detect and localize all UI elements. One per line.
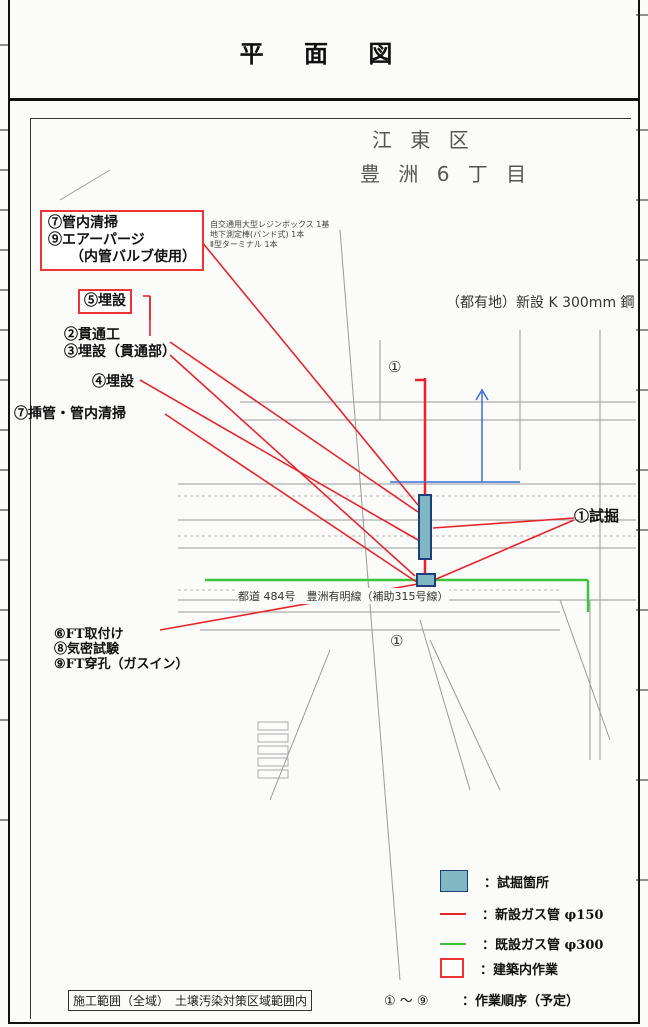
legend-work-box: ：建築内作業: [440, 958, 558, 978]
circle-mark-1: ①: [388, 358, 402, 376]
circle-mark-2: ①: [390, 632, 404, 650]
teal-box-icon: [440, 870, 468, 892]
legend-existing-gas: ：既設ガス管 φ300: [440, 934, 603, 953]
step-7-9-box: ⑦管内清掃 ⑨エアーパージ （内管バルブ使用）: [40, 210, 204, 271]
scope-label: 施工範囲（全域） 土壌汚染対策区域範囲内: [68, 990, 313, 1011]
legend-order: ① ～ ⑨ ：作業順序（予定）: [384, 994, 580, 1009]
plan-area: [30, 118, 631, 1019]
green-line-icon: [440, 942, 466, 945]
red-line-icon: [440, 912, 466, 915]
legend-dig: ：試掘箇所: [440, 870, 549, 892]
title-band: 平 面 図: [8, 0, 640, 101]
legend-new-gas: ：新設ガス管 φ150: [440, 904, 603, 923]
step-4-label: ④埋設: [92, 374, 134, 390]
block-label: 豊 洲 6 丁 目: [360, 162, 533, 186]
equipment-note: 自交通用大型レジンボックス 1基 地下測定棒(バンド式) 1本 Ⅱ型ターミナル …: [210, 220, 330, 249]
drawing-frame: [8, 98, 640, 1024]
step-6-9-label: ⑥FT取付け ⑧気密試験 ⑨FT穿孔（ガスイン）: [54, 627, 189, 672]
red-box-icon: [440, 958, 464, 978]
step-2-3-label: ②貫通工 ③埋設（貫通部）: [64, 327, 176, 360]
step-7-label: ⑦挿管・管内清掃: [14, 406, 126, 422]
road-name: 都道 484号 豊洲有明線（補助315号線）: [238, 588, 449, 604]
drawing-title: 平 面 図: [239, 40, 409, 68]
step-5-box: ⑤埋設: [78, 289, 132, 314]
owner-note: （都有地）新設 K 300mm 鋼: [446, 295, 635, 311]
ward-label: 江 東 区: [372, 128, 475, 152]
step-1-label: ①試掘: [574, 507, 620, 525]
